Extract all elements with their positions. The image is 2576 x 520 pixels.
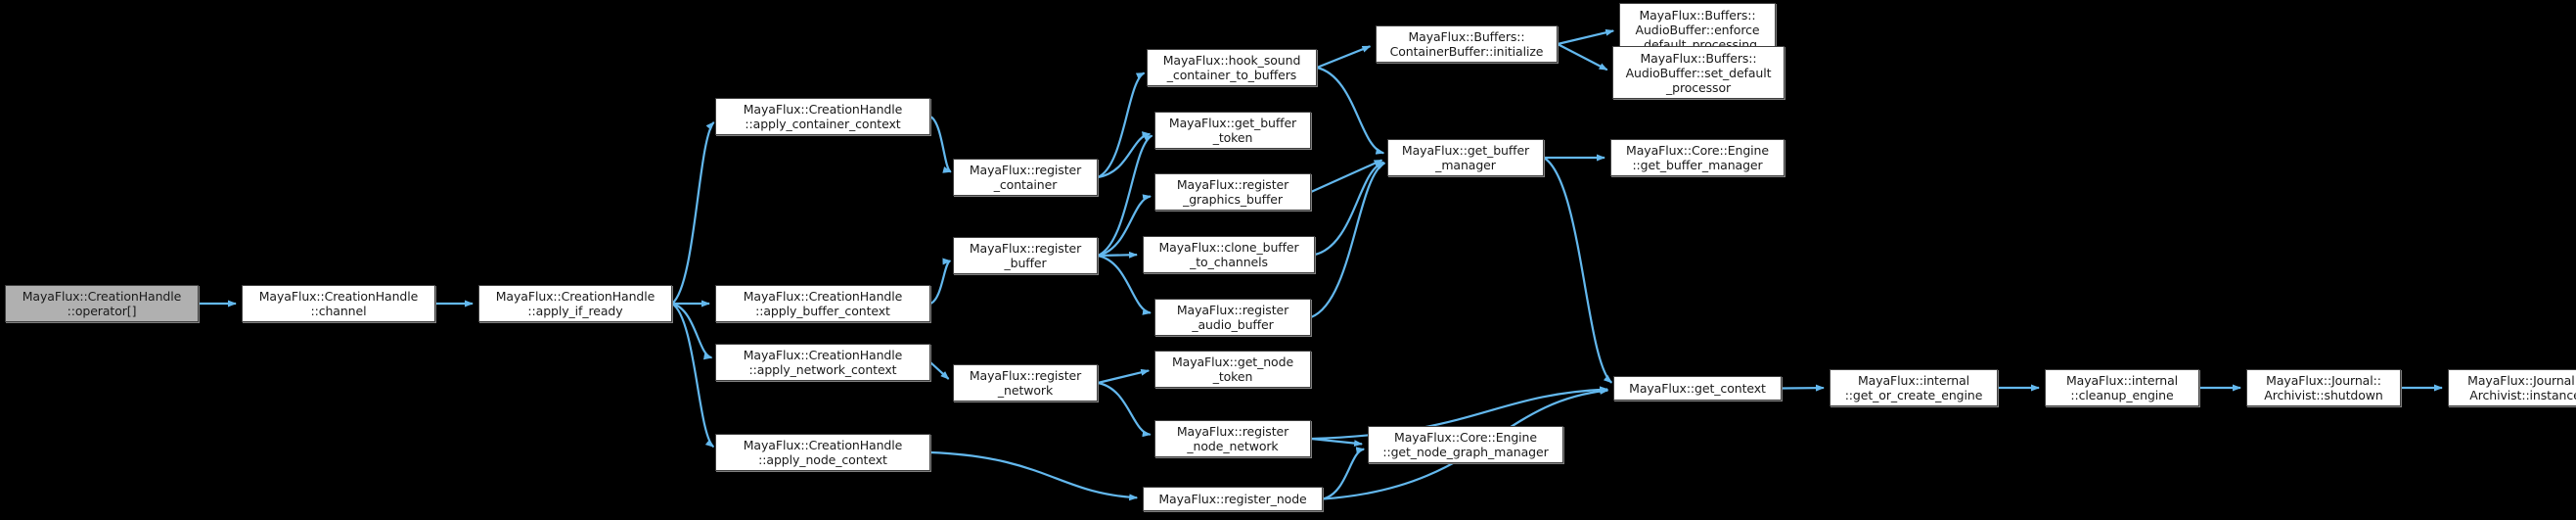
graph-node-get_or_create_engine[interactable]: MayaFlux::internal ::get_or_create_engin… (1830, 369, 1998, 406)
edge-apply_container_context-to-register_container (929, 116, 952, 173)
graph-node-register_container[interactable]: MayaFlux::register _container (953, 159, 1098, 196)
graph-node-register_buffer[interactable]: MayaFlux::register _buffer (953, 237, 1098, 274)
edge-container_buffer_initialize-to-enforce_default_processing (1557, 28, 1615, 46)
graph-node-channel[interactable]: MayaFlux::CreationHandle ::channel (242, 285, 435, 322)
graph-node-set_default_processor[interactable]: MayaFlux::Buffers:: AudioBuffer::set_def… (1612, 46, 1785, 99)
edge-apply_network_context-to-register_network (929, 361, 950, 380)
graph-node-get_context[interactable]: MayaFlux::get_context (1613, 376, 1782, 401)
edge-apply_if_ready-to-apply_network_context (671, 302, 713, 360)
graph-node-register_graphics_buffer[interactable]: MayaFlux::register _graphics_buffer (1154, 173, 1311, 211)
edge-register_network-to-get_node_token (1097, 368, 1151, 385)
edge-apply_node_context-to-register_node (929, 450, 1139, 501)
edge-register_graphics_buffer-to-get_buffer_manager (1310, 159, 1383, 194)
edge-apply_buffer_context-to-register_buffer (929, 258, 952, 306)
graph-node-hook_sound_container[interactable]: MayaFlux::hook_sound _container_to_buffe… (1147, 49, 1317, 86)
graph-node-archivist_shutdown[interactable]: MayaFlux::Journal:: Archivist::shutdown (2246, 369, 2401, 406)
graph-node-apply_if_ready[interactable]: MayaFlux::CreationHandle ::apply_if_read… (478, 285, 672, 322)
edge-get_buffer_manager-to-get_context (1543, 157, 1613, 384)
graph-node-apply_network_context[interactable]: MayaFlux::CreationHandle ::apply_network… (715, 344, 930, 381)
graph-node-get_buffer_token[interactable]: MayaFlux::get_buffer _token (1154, 112, 1311, 149)
edge-hook_sound_container-to-get_buffer_manager (1316, 66, 1385, 155)
graph-node-get_node_graph_manager[interactable]: MayaFlux::Core::Engine ::get_node_graph_… (1368, 426, 1563, 463)
edge-apply_if_ready-to-apply_node_context (671, 303, 715, 449)
edge-container_buffer_initialize-to-set_default_processor (1557, 43, 1608, 71)
graph-node-engine_get_buffer_manager[interactable]: MayaFlux::Core::Engine ::get_buffer_mana… (1610, 139, 1785, 176)
edge-register_container-to-get_buffer_token (1097, 131, 1152, 179)
graph-node-operator[interactable]: MayaFlux::CreationHandle ::operator[] (5, 285, 199, 322)
graph-node-apply_node_context[interactable]: MayaFlux::CreationHandle ::apply_node_co… (715, 434, 930, 471)
edge-register_audio_buffer-to-get_buffer_manager (1310, 162, 1386, 319)
graph-node-register_node[interactable]: MayaFlux::register_node (1143, 487, 1323, 511)
graph-node-register_node_network[interactable]: MayaFlux::register _node_network (1154, 420, 1311, 457)
graph-node-get_buffer_manager[interactable]: MayaFlux::get_buffer _manager (1387, 139, 1544, 176)
edge-hook_sound_container-to-container_buffer_initialize (1316, 45, 1372, 70)
graph-node-archivist_instance[interactable]: MayaFlux::Journal:: Archivist::instance (2448, 369, 2576, 406)
edge-register_node-to-get_node_graph_manager (1322, 447, 1366, 500)
edge-register_buffer-to-clone_buffer_to_channels (1097, 251, 1138, 259)
graph-node-cleanup_engine[interactable]: MayaFlux::internal ::cleanup_engine (2045, 369, 2199, 406)
graph-node-container_buffer_initialize[interactable]: MayaFlux::Buffers:: ContainerBuffer::ini… (1376, 25, 1558, 63)
edge-layer (199, 28, 2443, 501)
edge-register_container-to-hook_sound_container (1097, 71, 1146, 179)
graph-node-apply_buffer_context[interactable]: MayaFlux::CreationHandle ::apply_buffer_… (715, 285, 930, 322)
edge-apply_if_ready-to-apply_container_context (671, 121, 715, 305)
graph-node-apply_container_context[interactable]: MayaFlux::CreationHandle ::apply_contain… (715, 98, 930, 135)
graph-node-register_network[interactable]: MayaFlux::register _network (953, 364, 1098, 402)
edge-register_node_network-to-get_node_graph_manager (1310, 437, 1364, 448)
graph-node-register_audio_buffer[interactable]: MayaFlux::register _audio_buffer (1154, 299, 1311, 336)
graph-node-clone_buffer_to_channels[interactable]: MayaFlux::clone_buffer _to_channels (1143, 236, 1315, 273)
edge-clone_buffer_to_channels-to-get_buffer_manager (1314, 161, 1385, 257)
graph-node-get_node_token[interactable]: MayaFlux::get_node _token (1154, 351, 1311, 388)
edge-register_network-to-register_node_network (1097, 381, 1152, 438)
